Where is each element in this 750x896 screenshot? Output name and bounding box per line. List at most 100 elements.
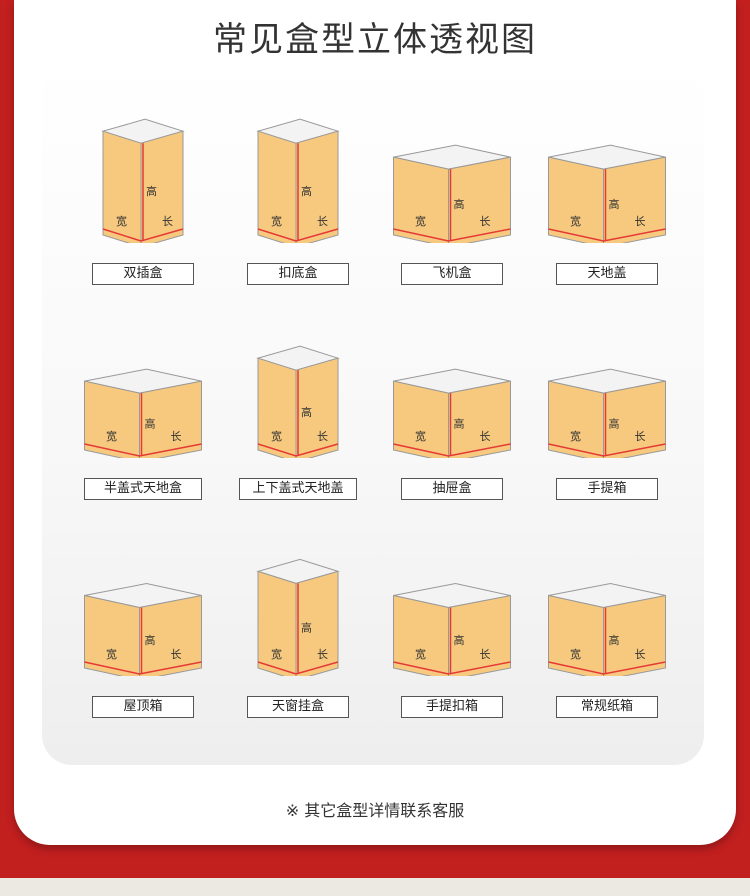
box-type-label: 半盖式天地盒 — [84, 478, 202, 500]
length-label: 长 — [171, 648, 182, 661]
box-illustration: 宽 高长 — [256, 558, 340, 676]
box-type-label: 手提扣箱 — [401, 696, 503, 718]
length-label: 长 — [317, 430, 328, 443]
length-label: 长 — [480, 430, 491, 443]
box-side-face — [295, 130, 339, 243]
dimension-lines — [84, 443, 202, 457]
page-title: 常见盒型立体透视图 — [213, 20, 537, 60]
box-side-face — [448, 156, 511, 243]
box-type-label: 上下盖式天地盖 — [239, 478, 357, 500]
dimension-lines — [393, 228, 511, 242]
box-side-face — [139, 380, 202, 458]
box-side-face — [448, 380, 511, 458]
box-illustration: 宽高长 — [84, 368, 202, 458]
length-label: 长 — [171, 430, 182, 443]
box-side-face — [448, 594, 511, 676]
width-label: 宽 — [570, 647, 581, 661]
box-illustration: 宽 高长 — [256, 118, 340, 243]
dimension-lines — [548, 228, 666, 242]
width-label: 宽 — [271, 214, 282, 228]
box-front-face — [393, 594, 449, 676]
box-side-face — [603, 380, 666, 458]
height-label: 高 — [145, 417, 156, 431]
dimension-lines — [257, 228, 339, 242]
box-side-face — [603, 156, 666, 243]
box-front-face — [102, 130, 142, 243]
box-front-face — [548, 594, 604, 676]
box-illustration: 宽 高长 — [256, 345, 340, 458]
dimension-lines — [257, 443, 339, 457]
height-label: 高 — [609, 197, 620, 211]
box-type-item: 宽高长天地盖 — [532, 70, 682, 287]
box-type-item: 宽 高长扣底盒 — [223, 70, 373, 287]
box-front-face — [393, 380, 449, 458]
length-label: 长 — [317, 215, 328, 228]
box-illustration: 宽高长 — [548, 144, 666, 243]
box-front-face — [548, 380, 604, 458]
height-label: 高 — [609, 417, 620, 431]
box-front-face — [84, 380, 140, 458]
width-label: 宽 — [271, 647, 282, 661]
length-label: 长 — [635, 430, 646, 443]
width-label: 宽 — [271, 429, 282, 443]
box-side-face — [140, 130, 184, 243]
box-type-label: 扣底盒 — [247, 263, 349, 285]
box-type-item: 宽 高长半盖式天地盒 — [68, 305, 218, 502]
box-front-face — [393, 156, 449, 243]
box-type-item: 宽 高长手提箱 — [532, 305, 682, 502]
box-illustration: 宽 高长 — [393, 144, 511, 243]
width-label: 宽 — [415, 214, 426, 228]
width-label: 宽 — [116, 214, 127, 228]
box-front-face — [257, 130, 297, 243]
height-label: 高 — [146, 184, 157, 198]
dimension-lines — [393, 661, 511, 675]
width-label: 宽 — [106, 429, 117, 443]
box-type-item: 宽 高长天窗挂盒 — [223, 515, 373, 720]
box-side-face — [295, 357, 339, 458]
dimension-lines — [84, 661, 202, 675]
box-type-label: 飞机盒 — [401, 263, 503, 285]
box-type-label: 手提箱 — [556, 478, 658, 500]
height-label: 高 — [301, 184, 312, 198]
box-front-face — [257, 357, 297, 458]
box-front-face — [257, 570, 297, 676]
dimension-lines — [102, 228, 184, 242]
bottom-texture-strip — [0, 878, 750, 896]
box-type-label: 双插盒 — [92, 263, 194, 285]
box-side-face — [139, 594, 202, 676]
width-label: 宽 — [415, 647, 426, 661]
height-label: 高 — [454, 197, 465, 211]
box-type-item: 宽高长手提扣箱 — [377, 515, 527, 720]
length-label: 长 — [480, 215, 491, 228]
box-type-item: 宽 高长上下盖式天地盖 — [223, 305, 373, 502]
length-label: 长 — [480, 648, 491, 661]
box-front-face — [548, 156, 604, 243]
box-type-label: 天地盖 — [556, 263, 658, 285]
box-illustration: 宽 高长 — [548, 583, 666, 676]
width-label: 宽 — [415, 429, 426, 443]
box-type-label: 天窗挂盒 — [247, 696, 349, 718]
height-label: 高 — [454, 417, 465, 431]
box-type-item: 宽 高长常规纸箱 — [532, 515, 682, 720]
box-type-item: 宽高长抽屉盒 — [377, 305, 527, 502]
box-illustration: 宽高长 — [393, 368, 511, 458]
box-type-label: 常规纸箱 — [556, 696, 658, 718]
box-illustration: 宽高长 — [84, 583, 202, 676]
box-side-face — [295, 570, 339, 676]
box-type-label: 屋顶箱 — [92, 696, 194, 718]
box-type-item: 宽高长双插盒 — [68, 70, 218, 287]
width-label: 宽 — [570, 214, 581, 228]
box-illustration: 宽高长 — [548, 368, 666, 458]
box-type-item: 宽 高长飞机盒 — [377, 70, 527, 287]
contact-note: ※ 其它盒型详情联系客服 — [285, 801, 465, 820]
dimension-lines — [548, 661, 666, 675]
box-side-face — [603, 594, 666, 676]
height-label: 高 — [609, 633, 620, 647]
length-label: 长 — [635, 648, 646, 661]
width-label: 宽 — [570, 429, 581, 443]
height-label: 高 — [301, 621, 312, 635]
dimension-lines — [548, 443, 666, 457]
height-label: 高 — [301, 405, 312, 419]
length-label: 长 — [317, 648, 328, 661]
width-label: 宽 — [106, 647, 117, 661]
